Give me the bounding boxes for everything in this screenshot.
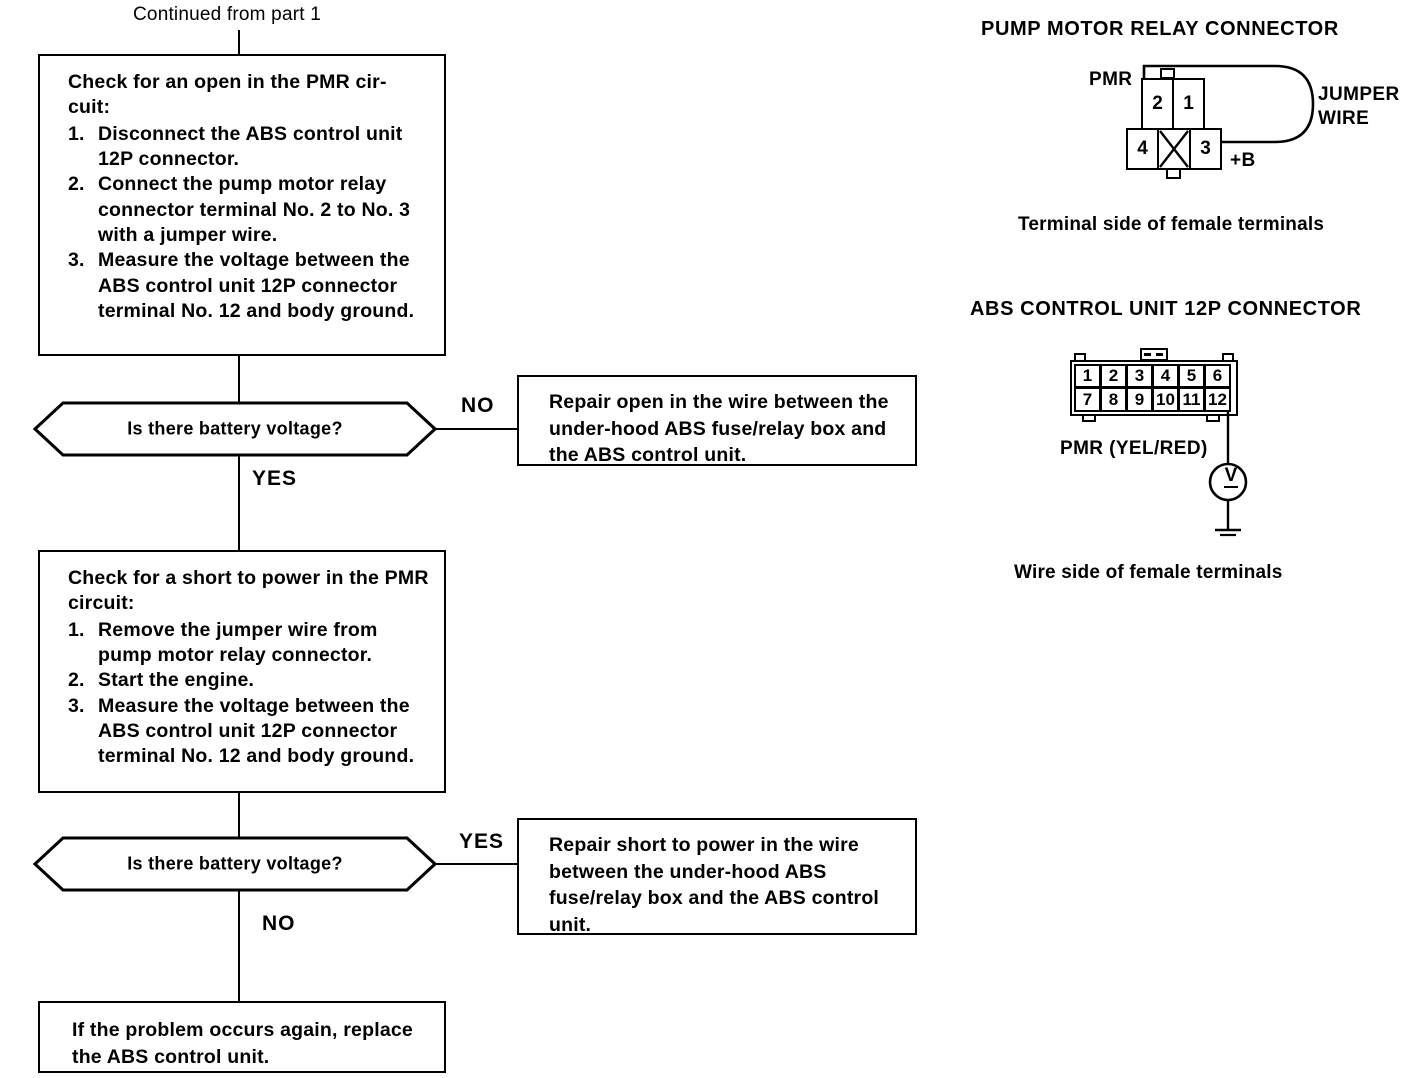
abs-connector-ear-top-right <box>1222 353 1234 362</box>
step2-item2-text: Start the engine. <box>98 669 255 692</box>
relay-terminal-4: 4 <box>1126 128 1159 170</box>
step1-list: 1. Disconnect the ABS control unit 12P c… <box>68 122 434 325</box>
decision2-question: Is there battery voltage? <box>127 853 343 874</box>
step2-item1-number: 1. <box>68 618 85 641</box>
abs-connector-ear-bottom-right <box>1206 414 1220 422</box>
abs-connector-caption: Wire side of female terminals <box>1014 562 1283 583</box>
end-result-text: If the problem occurs again, replace the… <box>72 1019 413 1068</box>
decision1-branch-yes-label: YES <box>252 467 298 490</box>
step1-item1-number: 1. <box>68 122 85 145</box>
step1-item3-text: Measure the voltage between the ABS cont… <box>98 249 415 323</box>
step2-item2-number: 2. <box>68 669 85 692</box>
abs-pin-2: 2 <box>1100 364 1127 388</box>
connector-line-decision1-yes <box>238 455 240 554</box>
decision1-branch-no-label: NO <box>461 394 495 417</box>
step1-item2-number: 2. <box>68 173 85 196</box>
connector-line-step1-to-decision1 <box>238 356 240 403</box>
step2-item3-text: Measure the voltage between the ABS cont… <box>98 694 415 768</box>
decision2-hexagon: Is there battery voltage? <box>33 836 437 892</box>
connector-line-decision2-yes <box>435 863 517 865</box>
abs-pin-3: 3 <box>1126 364 1153 388</box>
continued-from-part-label: Continued from part 1 <box>133 4 321 25</box>
relay-plus-b-label: +B <box>1230 150 1256 171</box>
step2-item3-number: 3. <box>68 694 85 717</box>
abs-connector-title: ABS CONTROL UNIT 12P CONNECTOR <box>970 298 1362 320</box>
voltmeter-symbol-label: V <box>1219 465 1243 488</box>
decision1-question: Is there battery voltage? <box>127 418 343 439</box>
abs-pin-7: 7 <box>1074 387 1101 412</box>
voltmeter-circuit <box>1208 412 1248 537</box>
abs-pin-11: 11 <box>1178 387 1205 412</box>
list-item: 3. Measure the voltage between the ABS c… <box>68 248 434 324</box>
abs-pin-4: 4 <box>1152 364 1179 388</box>
abs-pin-12: 12 <box>1204 387 1231 412</box>
list-item: 1. Disconnect the ABS control unit 12P c… <box>68 122 434 173</box>
end-result-box: If the problem occurs again, replace the… <box>38 1001 446 1073</box>
jumper-wire-label: JUMPER WIRE <box>1318 83 1400 131</box>
connector-line-step2-to-decision2 <box>238 793 240 838</box>
relay-terminal-blank <box>1157 128 1191 170</box>
list-item: 2. Connect the pump motor relay connecto… <box>68 172 434 248</box>
jumper-wire-label-line2: WIRE <box>1318 107 1370 129</box>
relay-bottom-latch-tab <box>1166 168 1181 179</box>
list-item: 3. Measure the voltage between the ABS c… <box>68 694 434 770</box>
step2-content: Check for a short to power in the PMR ci… <box>40 552 444 780</box>
relay-connector-title: PUMP MOTOR RELAY CONNECTOR <box>981 18 1339 40</box>
decision1-hexagon: Is there battery voltage? <box>33 401 437 457</box>
abs-connector-ear-top-left <box>1074 353 1086 362</box>
relay-terminal-3: 3 <box>1189 128 1222 170</box>
step1-item1-text: Disconnect the ABS control unit 12P conn… <box>98 122 403 171</box>
abs-pin-8: 8 <box>1100 387 1127 412</box>
step2-heading: Check for a short to power in the PMR ci… <box>68 567 429 615</box>
relay-terminal-1: 1 <box>1172 78 1205 130</box>
connector-line-decision1-no <box>435 428 517 430</box>
repair1-box: Repair open in the wire between the unde… <box>517 375 917 466</box>
step1-content: Check for an open in the PMR cir- cuit: … <box>40 56 444 334</box>
voltmeter-v-glyph: V <box>1223 465 1239 488</box>
step2-list: 1. Remove the jumper wire from pump moto… <box>68 618 434 770</box>
decision2-branch-yes-label: YES <box>459 830 505 853</box>
list-item: 1. Remove the jumper wire from pump moto… <box>68 618 434 669</box>
step1-heading: Check for an open in the PMR cir- cuit: <box>68 71 387 119</box>
abs-latch-detail-icon <box>1144 353 1163 356</box>
relay-blank-x-icon <box>1159 130 1189 168</box>
abs-pin-5: 5 <box>1178 364 1205 388</box>
abs-connector-top-latch <box>1140 348 1168 361</box>
connector-line-decision2-no <box>238 890 240 1003</box>
step1-item2-text: Connect the pump motor relay connector t… <box>98 173 411 247</box>
step2-item1-text: Remove the jumper wire from pump motor r… <box>98 618 378 667</box>
abs-connector-ear-bottom-left <box>1082 414 1096 422</box>
abs-pin-9: 9 <box>1126 387 1153 412</box>
relay-connector-caption: Terminal side of female terminals <box>1018 214 1325 235</box>
abs-pin-6: 6 <box>1204 364 1231 388</box>
relay-pmr-label: PMR <box>1089 69 1133 90</box>
step1-instruction-box: Check for an open in the PMR cir- cuit: … <box>38 54 446 356</box>
abs-pin-1: 1 <box>1074 364 1101 388</box>
repair2-text: Repair short to power in the wire betwee… <box>549 834 880 936</box>
repair2-box: Repair short to power in the wire betwee… <box>517 818 917 936</box>
connector-line-entry <box>238 30 240 54</box>
list-item: 2. Start the engine. <box>68 668 434 693</box>
abs-pmr-wire-label: PMR (YEL/RED) <box>1060 438 1208 459</box>
jumper-wire-path <box>1142 64 1315 144</box>
relay-terminal-2: 2 <box>1141 78 1174 130</box>
step1-item3-number: 3. <box>68 249 85 272</box>
decision2-branch-no-label: NO <box>262 912 296 935</box>
repair1-text: Repair open in the wire between the unde… <box>549 391 889 467</box>
abs-pin-10: 10 <box>1152 387 1179 412</box>
jumper-wire-label-line1: JUMPER <box>1318 84 1400 105</box>
step2-instruction-box: Check for a short to power in the PMR ci… <box>38 550 446 793</box>
